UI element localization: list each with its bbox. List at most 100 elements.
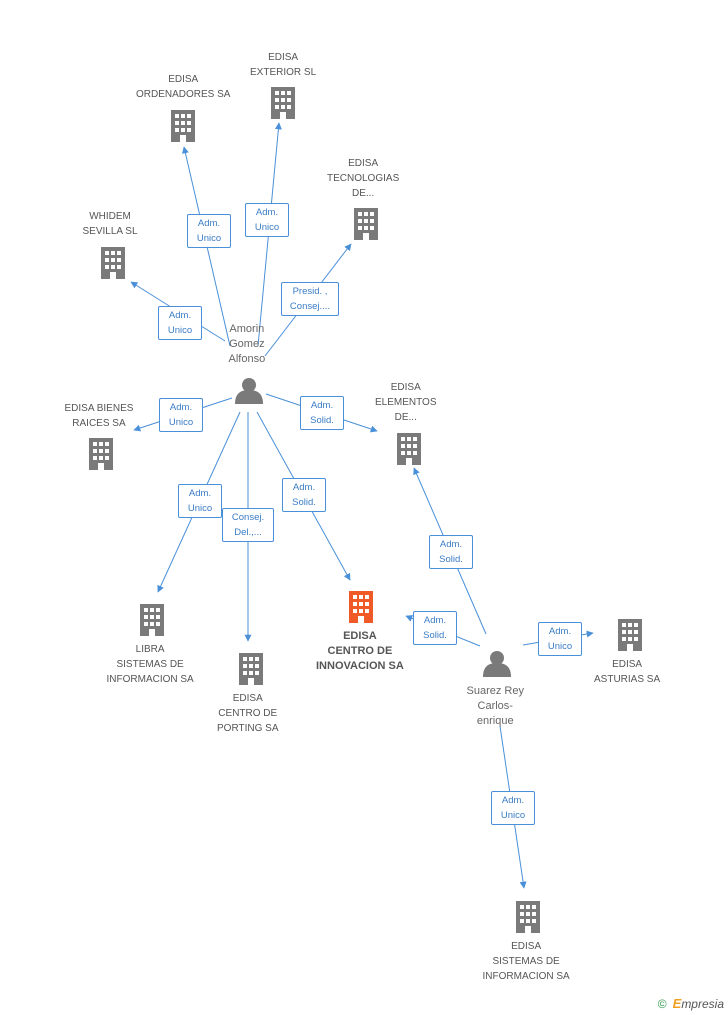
role-badge-line: Consej.... bbox=[289, 301, 331, 312]
role-badge-line: Unico bbox=[500, 810, 526, 821]
person-label-line: Gomez bbox=[229, 338, 265, 350]
person-label-line: Carlos- bbox=[477, 700, 513, 712]
company-label-line: TECNOLOGIAS bbox=[327, 173, 400, 184]
role-badge-line: Solid. bbox=[439, 554, 463, 565]
company-label-bienes[interactable]: EDISA BIENES RAICES SA bbox=[65, 401, 134, 431]
role-badge-r-ordenadores[interactable]: Adm. Unico bbox=[187, 214, 231, 248]
role-badge-r-elementos-a[interactable]: Adm. Solid. bbox=[300, 396, 344, 430]
building-icon[interactable] bbox=[271, 87, 295, 119]
role-badge-r-innovacion-s[interactable]: Adm. Solid. bbox=[413, 611, 457, 645]
role-badge-line: Consej. bbox=[231, 512, 265, 523]
role-badge-r-elementos-s[interactable]: Adm. Solid. bbox=[429, 535, 473, 569]
role-badge-line: Adm. bbox=[548, 626, 572, 637]
role-badge-line: Adm. bbox=[168, 310, 192, 321]
role-badge-line: Adm. bbox=[188, 488, 212, 499]
role-badge-line: Presid. , bbox=[292, 286, 328, 297]
role-badge-line: Solid. bbox=[423, 630, 447, 641]
company-label-line: INFORMACION SA bbox=[482, 971, 570, 982]
brand-initial: E bbox=[672, 996, 682, 1011]
company-label-line: EDISA bbox=[390, 382, 421, 393]
role-badge-r-bienes[interactable]: Adm.Unico bbox=[159, 398, 203, 432]
role-badge-r-whidem[interactable]: Adm. Unico bbox=[158, 306, 202, 340]
building-icon[interactable] bbox=[101, 247, 125, 279]
role-badge-line: Solid. bbox=[292, 497, 316, 508]
nodes bbox=[89, 87, 642, 933]
company-label-line: EDISA bbox=[232, 693, 263, 704]
building-icon[interactable] bbox=[89, 438, 113, 470]
building-icon[interactable] bbox=[516, 901, 540, 933]
person-label-line: Suarez Rey bbox=[466, 685, 524, 697]
company-label-line: RAICES SA bbox=[72, 418, 126, 429]
building-icon[interactable] bbox=[618, 619, 642, 651]
role-badge-r-exterior[interactable]: Adm.Unico bbox=[245, 203, 289, 237]
company-label-whidem[interactable]: WHIDEM SEVILLA SL bbox=[83, 209, 138, 239]
building-icon[interactable] bbox=[349, 591, 373, 623]
company-label-line: PORTING SA bbox=[217, 723, 279, 734]
company-label-elementos[interactable]: EDISA ELEMENTOS DE... bbox=[375, 380, 437, 425]
role-badge-line: Adm. bbox=[310, 400, 334, 411]
building-icon[interactable] bbox=[140, 604, 164, 636]
company-label-line: EDISA BIENES bbox=[64, 403, 134, 414]
person-label-line: enrique bbox=[476, 715, 514, 727]
role-badge-line: Del.,... bbox=[234, 527, 262, 538]
company-label-exterior[interactable]: EDISA EXTERIOR SL bbox=[250, 50, 316, 80]
role-badge-line: Unico bbox=[168, 417, 194, 428]
company-label-line: CENTRO DE bbox=[327, 645, 393, 657]
person-label-line: Alfonso bbox=[228, 353, 266, 365]
company-label-line: WHIDEM bbox=[89, 211, 131, 222]
role-badge-r-sistemas[interactable]: Adm. Unico bbox=[491, 791, 535, 825]
role-badge-line: Adm. bbox=[423, 615, 447, 626]
company-label-line: EDISA bbox=[343, 630, 377, 642]
person-icon[interactable] bbox=[235, 378, 263, 404]
company-label-line: EDISA bbox=[268, 52, 299, 63]
role-badge-line: Adm. bbox=[439, 539, 463, 550]
building-icon[interactable] bbox=[171, 110, 195, 142]
role-badge-r-innovacion-a[interactable]: Adm.Solid. bbox=[282, 478, 326, 512]
role-badge-r-libra[interactable]: Adm. Unico bbox=[178, 484, 222, 518]
company-label-line: EDISA bbox=[348, 158, 379, 169]
role-badge-line: Adm. bbox=[501, 795, 525, 806]
company-label-innovacion[interactable]: EDISA CENTRO DE INNOVACION SA bbox=[316, 629, 404, 674]
role-badge-line: Unico bbox=[547, 641, 573, 652]
company-label-line: ASTURIAS SA bbox=[594, 674, 661, 685]
role-badge-line: Adm. bbox=[197, 218, 221, 229]
company-label-line: DE... bbox=[352, 188, 375, 199]
role-badge-line: Adm. bbox=[255, 207, 279, 218]
copyright-icon: © bbox=[657, 997, 667, 1011]
company-label-porting[interactable]: EDISA CENTRO DE PORTING SA bbox=[217, 691, 279, 736]
role-badge-r-tecnologias[interactable]: Presid. , Consej.... bbox=[281, 282, 339, 316]
role-badge-r-porting[interactable]: Consej. Del.,... bbox=[222, 508, 274, 542]
role-badge-line: Unico bbox=[167, 325, 193, 336]
brand-name: mpresia bbox=[681, 997, 724, 1011]
company-label-line: ORDENADORES SA bbox=[136, 89, 231, 100]
building-icon[interactable] bbox=[397, 433, 421, 465]
company-label-line: SISTEMAS DE bbox=[116, 659, 184, 670]
company-label-line: EDISA bbox=[168, 74, 199, 85]
company-label-line: EDISA bbox=[511, 941, 542, 952]
company-label-line: ELEMENTOS bbox=[375, 397, 437, 408]
company-label-line: INFORMACION SA bbox=[106, 674, 194, 685]
company-label-line: EDISA bbox=[612, 659, 643, 670]
company-label-line: LIBRA bbox=[135, 644, 165, 655]
company-label-line: CENTRO DE bbox=[218, 708, 278, 719]
footer-brand: © Empresia bbox=[658, 996, 724, 1011]
role-badge-line: Unico bbox=[196, 233, 222, 244]
company-label-ordenadores[interactable]: EDISA ORDENADORES SA bbox=[136, 72, 230, 102]
building-icon[interactable] bbox=[354, 208, 378, 240]
role-badge-r-asturias[interactable]: Adm. Unico bbox=[538, 622, 582, 656]
company-label-asturias[interactable]: EDISA ASTURIAS SA bbox=[594, 657, 660, 687]
role-badge-line: Unico bbox=[187, 503, 213, 514]
company-label-line: INNOVACION SA bbox=[316, 660, 404, 672]
company-label-line: SEVILLA SL bbox=[82, 226, 138, 237]
company-label-line: EXTERIOR SL bbox=[250, 67, 317, 78]
company-label-libra[interactable]: LIBRA SISTEMAS DE INFORMACION SA bbox=[107, 642, 194, 687]
person-label-line: Amorin bbox=[229, 323, 265, 335]
building-icon[interactable] bbox=[239, 653, 263, 685]
company-label-tecnologias[interactable]: EDISA TECNOLOGIAS DE... bbox=[327, 156, 399, 201]
role-badge-line: Solid. bbox=[310, 415, 334, 426]
person-icon[interactable] bbox=[483, 651, 511, 677]
company-label-line: DE... bbox=[394, 412, 417, 423]
